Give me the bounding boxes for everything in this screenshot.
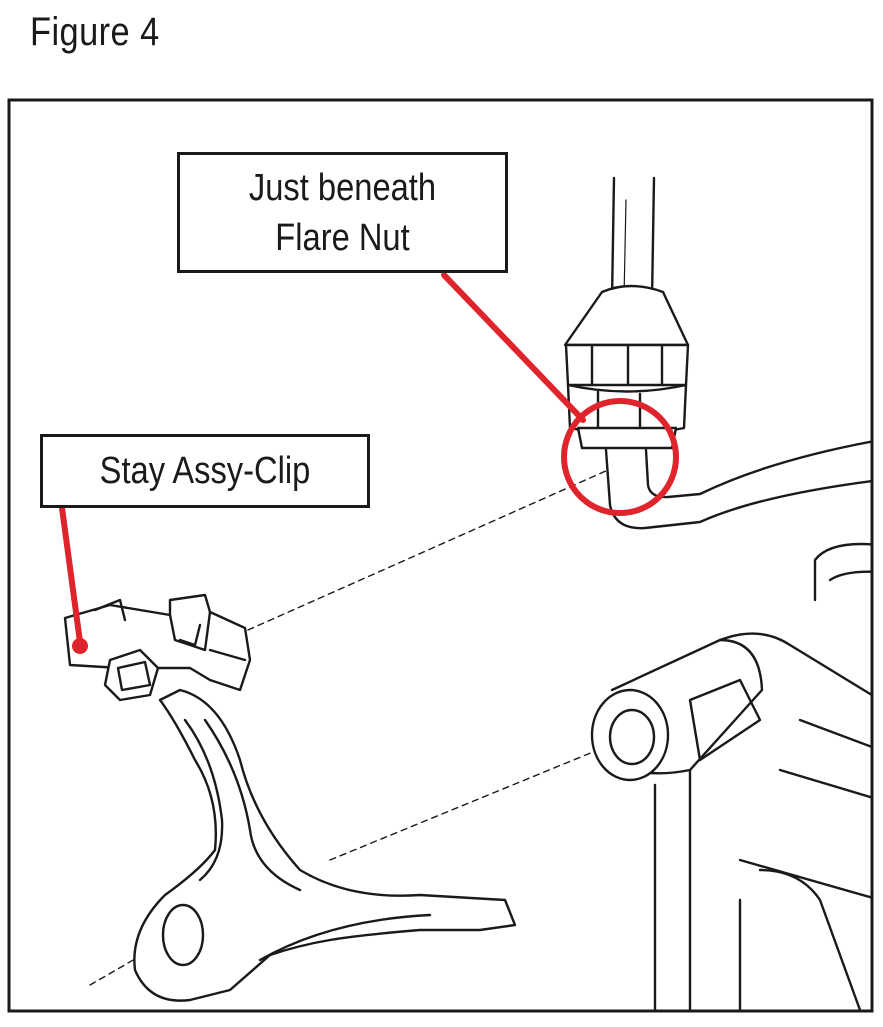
figure-title: Figure 4 (30, 10, 160, 54)
red-highlight (59, 272, 679, 645)
callout-flare-nut-line1: Just beneath (248, 166, 437, 209)
callout-stay-clip-label: Stay Assy-Clip (99, 450, 311, 492)
leader-line-flare-nut (441, 272, 586, 423)
stay-clip-bracket (63, 593, 517, 1002)
callout-flare-nut-line2: Flare Nut (275, 216, 410, 259)
brake-tube-upper (610, 176, 656, 302)
brake-tube-lower (604, 440, 871, 530)
leader-line-stay-clip (59, 505, 83, 645)
callout-stay-clip: Stay Assy-Clip (40, 434, 370, 508)
stay-clip-dot (72, 638, 88, 654)
engine-housing (590, 542, 871, 1010)
highlight-circle (561, 398, 679, 516)
callout-flare-nut: Just beneath Flare Nut (177, 152, 508, 273)
flare-nut (563, 284, 690, 450)
